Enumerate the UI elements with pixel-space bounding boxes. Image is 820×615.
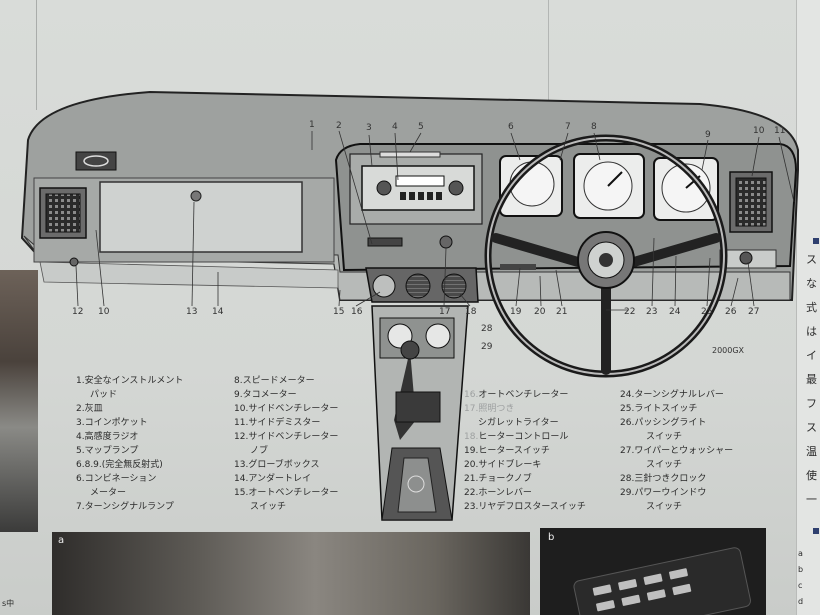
callout-number: 12	[72, 307, 83, 317]
callout-number: 23	[646, 307, 657, 317]
callout-number: 2	[336, 121, 342, 131]
legend-item: 24.ターンシグナルレバー	[620, 388, 733, 402]
callout-number: 6	[508, 122, 514, 132]
legend-item: ノブ	[234, 444, 338, 458]
legend-item: 16.オートベンチレーター	[464, 388, 586, 402]
index-letter: b	[798, 562, 803, 578]
legend-item: 13.グローブボックス	[234, 458, 338, 472]
legend-item: 7.ターンシグナルランプ	[76, 500, 183, 514]
legend-item: 3.コインポケット	[76, 416, 183, 430]
legend-column-2: 8.スピードメーター 9.タコメーター 10.サイドベンチレーター 11.サイド…	[234, 374, 338, 514]
legend-column-4: 24.ターンシグナルレバー 25.ライトスイッチ 26.パッシングライト スイッ…	[620, 388, 733, 514]
legend-item: 15.オートベンチレーター	[234, 486, 338, 500]
legend-column-1: 1.安全なインストルメント パッド 2.灰皿 3.コインポケット 4.高感度ラジ…	[76, 374, 183, 514]
legend-item: 2.灰皿	[76, 402, 183, 416]
legend-column-3: 16.オートベンチレーター 17.照明つき シガレットライター 18.ヒーターコ…	[464, 388, 586, 514]
legend-item: 18.ヒーターコントロール	[464, 430, 586, 444]
legend-item: 20.サイドブレーキ	[464, 458, 586, 472]
callout-number: 15	[333, 307, 344, 317]
callout-number: 27	[748, 307, 759, 317]
legend-item: 11.サイドデミスター	[234, 416, 338, 430]
legend-item: スイッチ	[620, 430, 733, 444]
legend-item: シガレットライター	[464, 416, 586, 430]
index-letter: c	[798, 578, 803, 594]
callout-number: 11	[774, 126, 785, 136]
callout-number: 18	[465, 307, 476, 317]
callout-number: 21	[556, 307, 567, 317]
legend-item: 29.パワーウインドウ	[620, 486, 733, 500]
callout-number: 5	[418, 122, 424, 132]
callout-number: 7	[565, 122, 571, 132]
legend-item: 12.サイドベンチレーター	[234, 430, 338, 444]
model-label: 2000GX	[712, 346, 744, 355]
callout-number: 16	[351, 307, 362, 317]
legend-item: 8.スピードメーター	[234, 374, 338, 388]
callout-number: 13	[186, 307, 197, 317]
callout-number: 4	[392, 122, 398, 132]
callout-number: 10	[753, 126, 764, 136]
legend-item: スイッチ	[620, 458, 733, 472]
callout-number: 26	[725, 307, 736, 317]
legend-item: 28.三針つきクロック	[620, 472, 733, 486]
legend-item: 23.リヤデフロスタースイッチ	[464, 500, 586, 514]
legend-item: 6.8.9.(完全無反射式)	[76, 458, 183, 472]
callout-number: 14	[212, 307, 223, 317]
legend-item: 27.ワイパーとウォッシャー	[620, 444, 733, 458]
bottom-right-index: a b c d	[798, 546, 803, 610]
legend-item: 26.パッシングライト	[620, 416, 733, 430]
legend-item: パッド	[76, 388, 183, 402]
callout-number: 20	[534, 307, 545, 317]
callout-number: 3	[366, 123, 372, 133]
legend-item: 21.チョークノブ	[464, 472, 586, 486]
legend-item: 9.タコメーター	[234, 388, 338, 402]
legend-item: 10.サイドベンチレーター	[234, 402, 338, 416]
photo-b-window-switches	[540, 528, 766, 615]
callout-number: 9	[705, 130, 711, 140]
photo-b-label: b	[548, 532, 554, 543]
legend-item: メーター	[76, 486, 183, 500]
callout-number: 29	[481, 342, 492, 352]
legend-item: スイッチ	[620, 500, 733, 514]
legend-item: 14.アンダートレイ	[234, 472, 338, 486]
callout-number: 8	[591, 122, 597, 132]
callout-number: 22	[624, 307, 635, 317]
legend-item: 17.照明つき	[464, 402, 586, 416]
photo-b	[540, 528, 766, 615]
legend-item: 6.コンビネーション	[76, 472, 183, 486]
photo-a	[52, 532, 530, 615]
legend-item: 22.ホーンレバー	[464, 486, 586, 500]
callout-number: 19	[510, 307, 521, 317]
callout-number: 28	[481, 324, 492, 334]
index-letter: a	[798, 546, 803, 562]
photo-a-label: a	[58, 535, 64, 546]
legend-item: 19.ヒータースイッチ	[464, 444, 586, 458]
index-letter: d	[798, 594, 803, 610]
legend-item: 4.高感度ラジオ	[76, 430, 183, 444]
callout-number: 10	[98, 307, 109, 317]
callout-number: 25	[701, 307, 712, 317]
legend-item: 25.ライトスイッチ	[620, 402, 733, 416]
legend-item: スイッチ	[234, 500, 338, 514]
legend-item: 5.マップランプ	[76, 444, 183, 458]
callout-number: 1	[309, 120, 315, 130]
callout-number: 17	[439, 307, 450, 317]
legend-item: 1.安全なインストルメント	[76, 374, 183, 388]
callout-number: 24	[669, 307, 680, 317]
